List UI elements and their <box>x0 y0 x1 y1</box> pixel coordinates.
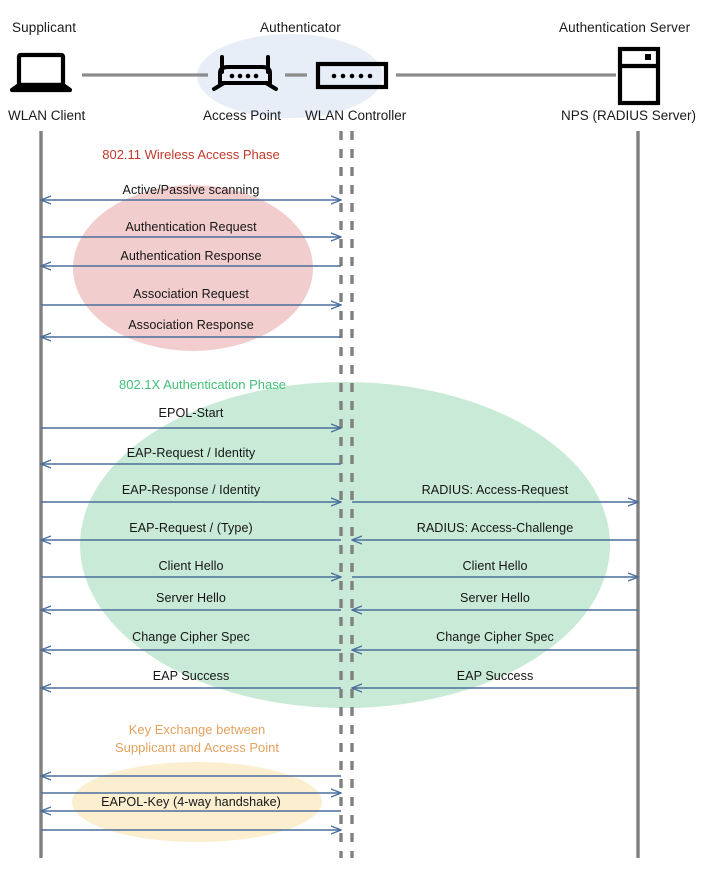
ellipse-80211-phase <box>73 185 313 351</box>
ellipse-key-exchange <box>72 762 322 842</box>
role-label-supplicant: Supplicant <box>12 20 77 35</box>
node-label-wlan-controller: WLAN Controller <box>305 108 407 123</box>
message-label: Client Hello <box>158 559 224 573</box>
node-label-wlan-client: WLAN Client <box>8 108 86 123</box>
role-label-authentication-server: Authentication Server <box>559 20 691 35</box>
message-label: Association Request <box>133 287 249 301</box>
message-label: Client Hello <box>462 559 528 573</box>
laptop-icon <box>9 52 73 93</box>
message-label: Server Hello <box>460 591 530 605</box>
message-label: Active/Passive scanning <box>122 183 260 197</box>
arrows-left <box>41 200 341 830</box>
message-label: EAP Success <box>152 669 230 683</box>
wireless-router-icon <box>212 55 278 91</box>
message-label: EAP-Response / Identity <box>121 483 261 497</box>
message-label: RADIUS: Access-Request <box>421 483 569 497</box>
switch-icon <box>315 61 389 90</box>
ellipse-8021x-phase <box>80 382 610 708</box>
arrows-right <box>352 502 638 688</box>
message-label: RADIUS: Access-Challenge <box>416 521 574 535</box>
message-label: Change Cipher Spec <box>436 630 554 644</box>
phase-label-key-exchange-line1: Key Exchange between <box>128 722 266 737</box>
node-label-nps-radius-server: NPS (RADIUS Server) <box>561 108 697 123</box>
message-label: Association Response <box>128 318 254 332</box>
message-label: EAPOL-Key (4-way handshake) <box>101 795 281 809</box>
message-label: EAP-Request / Identity <box>126 446 256 460</box>
message-label: Authentication Request <box>125 220 257 234</box>
message-label: EAP-Request / (Type) <box>129 521 253 535</box>
phase-label-key-exchange: Key Exchange between Supplicant and Acce… <box>77 721 317 757</box>
phase-label-8021x: 802.1X Authentication Phase <box>119 377 286 392</box>
server-icon <box>617 46 661 106</box>
phase-label-80211: 802.11 Wireless Access Phase <box>102 147 280 162</box>
message-label: Change Cipher Spec <box>132 630 250 644</box>
message-label: EAP Success <box>456 669 534 683</box>
role-label-authenticator: Authenticator <box>260 20 341 35</box>
message-label: EPOL-Start <box>158 406 224 420</box>
phase-label-key-exchange-line2: Supplicant and Access Point <box>114 740 280 755</box>
message-label: Authentication Response <box>120 249 262 263</box>
message-label: Server Hello <box>156 591 226 605</box>
node-label-access-point: Access Point <box>203 108 282 123</box>
